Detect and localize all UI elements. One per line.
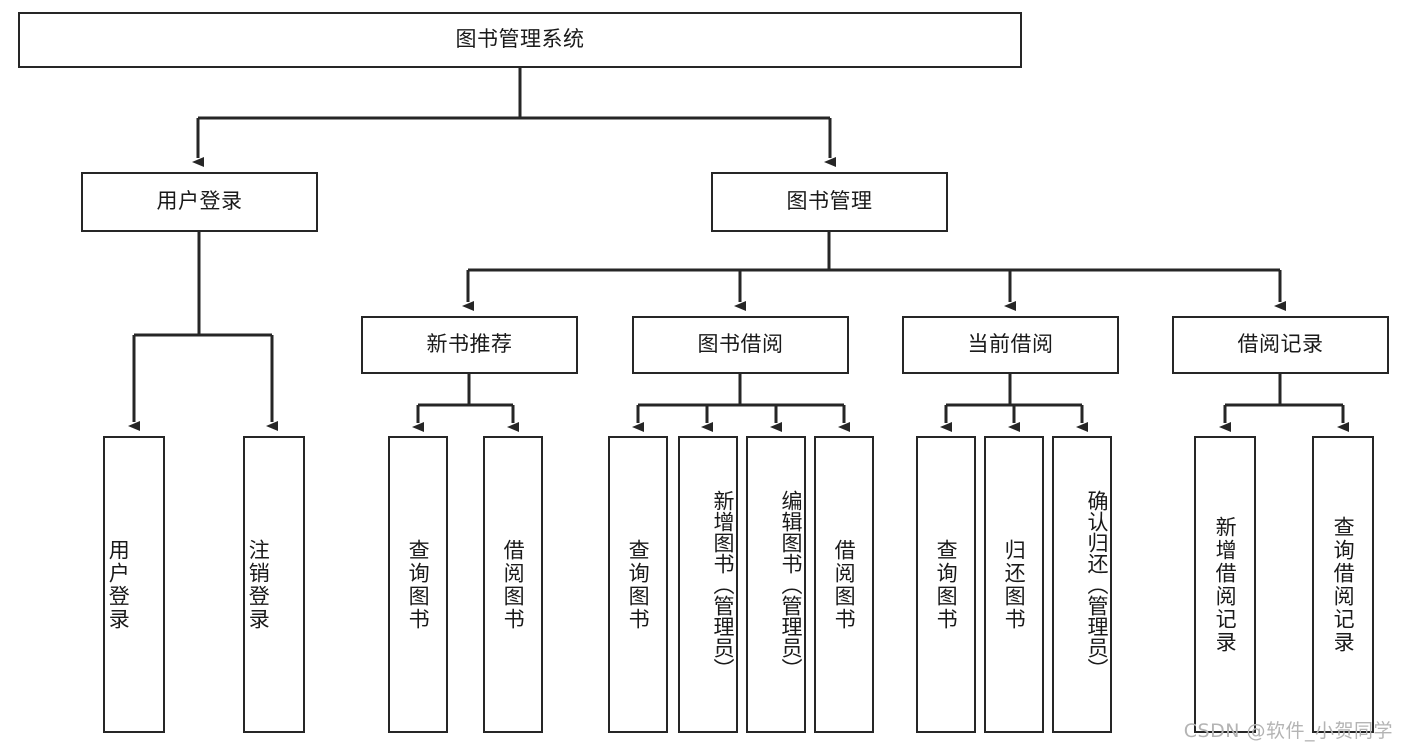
node-label: 编辑图书（管理员） <box>779 490 803 679</box>
leaf-add-borrow-record[interactable]: 新增借阅记录 <box>1194 436 1256 733</box>
leaf-query-book-current[interactable]: 查询图书 <box>916 436 976 733</box>
leaf-borrow-book[interactable]: 借阅图书 <box>814 436 874 733</box>
node-label: 借阅图书 <box>832 538 857 631</box>
node-new-book-recommend[interactable]: 新书推荐 <box>361 316 578 374</box>
node-label: 新书推荐 <box>426 332 513 357</box>
leaf-logout-login[interactable]: 注销登录 <box>243 436 305 733</box>
leaf-borrow-book-recommend[interactable]: 借阅图书 <box>483 436 543 733</box>
leaf-return-book[interactable]: 归还图书 <box>984 436 1044 733</box>
leaf-confirm-return-admin[interactable]: 确认归还（管理员） <box>1052 436 1112 733</box>
node-root-system[interactable]: 图书管理系统 <box>18 12 1022 68</box>
node-label: 图书管理 <box>786 189 873 214</box>
csdn-watermark: CSDN @软件_小贺同学 <box>1183 720 1393 742</box>
leaf-query-book-borrow[interactable]: 查询图书 <box>608 436 668 733</box>
node-label: 归还图书 <box>1002 538 1027 631</box>
node-label: 新增借阅记录 <box>1213 515 1238 654</box>
node-user-login[interactable]: 用户登录 <box>81 172 318 232</box>
node-label: 图书借阅 <box>697 332 784 357</box>
leaf-user-login[interactable]: 用户登录 <box>103 436 165 733</box>
node-label: 查询借阅记录 <box>1331 515 1356 654</box>
node-label: 查询图书 <box>406 538 431 631</box>
leaf-add-book-admin[interactable]: 新增图书（管理员） <box>678 436 738 733</box>
node-label: 确认归还（管理员） <box>1085 490 1109 679</box>
node-label: 查询图书 <box>934 538 959 631</box>
node-current-borrow[interactable]: 当前借阅 <box>902 316 1119 374</box>
node-label: 图书管理系统 <box>455 27 585 52</box>
node-label: 当前借阅 <box>967 332 1054 357</box>
node-label: 借阅记录 <box>1237 332 1324 357</box>
leaf-query-book-recommend[interactable]: 查询图书 <box>388 436 448 733</box>
node-label: 新增图书（管理员） <box>711 490 735 679</box>
leaf-query-borrow-record[interactable]: 查询借阅记录 <box>1312 436 1374 733</box>
node-label: 用户登录 <box>106 538 131 631</box>
node-label: 查询图书 <box>626 538 651 631</box>
node-borrow-record[interactable]: 借阅记录 <box>1172 316 1389 374</box>
node-label: 用户登录 <box>156 189 243 214</box>
node-label: 注销登录 <box>246 538 271 631</box>
leaf-edit-book-admin[interactable]: 编辑图书（管理员） <box>746 436 806 733</box>
node-book-borrow[interactable]: 图书借阅 <box>632 316 849 374</box>
node-label: 借阅图书 <box>501 538 526 631</box>
node-book-manage[interactable]: 图书管理 <box>711 172 948 232</box>
